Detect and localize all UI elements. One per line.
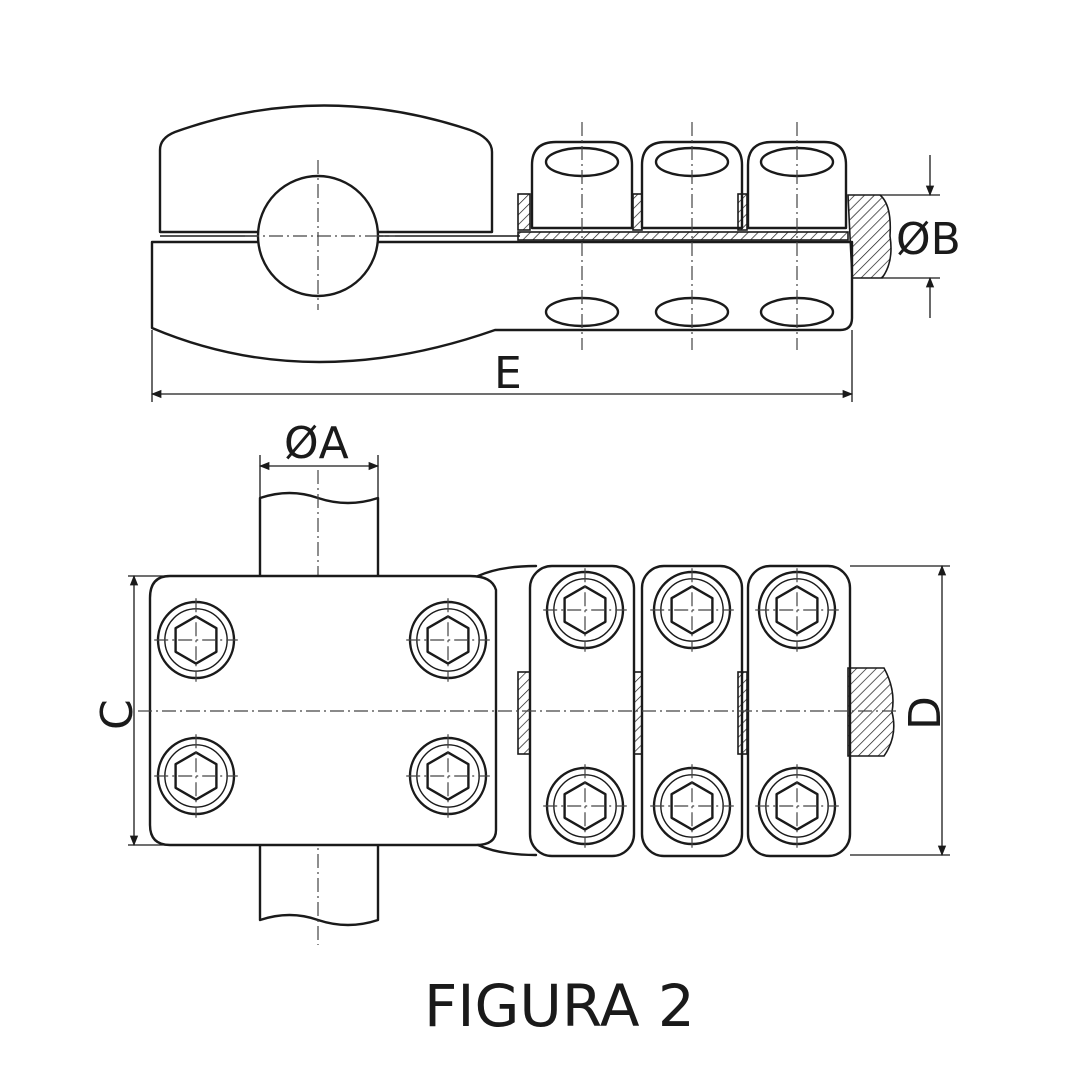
hex-bolt-icon bbox=[650, 568, 734, 652]
hex-bolt-icon bbox=[755, 568, 839, 652]
hex-bolt-icon bbox=[543, 764, 627, 848]
side-upper-clamp bbox=[158, 104, 494, 234]
branch-clamp-bolts bbox=[543, 568, 839, 848]
hex-bolt-icon bbox=[406, 598, 490, 682]
plan-view: ØA C bbox=[92, 418, 951, 945]
dim-e-label: E bbox=[494, 348, 522, 399]
dim-d-label: D bbox=[900, 696, 951, 730]
side-small-clamps bbox=[517, 122, 848, 350]
branch-conductor-side bbox=[847, 194, 892, 279]
dim-c: C bbox=[92, 574, 170, 847]
dim-d: D bbox=[850, 564, 951, 857]
dim-b: ØB bbox=[880, 155, 961, 318]
figure-caption: FIGURA 2 bbox=[424, 972, 695, 1040]
hex-bolt-icon bbox=[755, 764, 839, 848]
hex-bolt-icon bbox=[154, 598, 238, 682]
side-plate-hatched bbox=[517, 231, 849, 241]
hex-bolt-icon bbox=[650, 764, 734, 848]
hex-bolt-icon bbox=[154, 734, 238, 818]
branch-conductor-plan bbox=[847, 667, 895, 757]
dim-c-label: C bbox=[92, 699, 143, 730]
hex-bolt-icon bbox=[406, 734, 490, 818]
side-lower-body bbox=[150, 240, 854, 364]
dim-b-label: ØB bbox=[896, 214, 961, 265]
dim-a: ØA bbox=[258, 418, 380, 500]
side-view: ØB E bbox=[150, 104, 961, 402]
main-clamp-bolts bbox=[154, 598, 490, 818]
dim-e: E bbox=[150, 330, 854, 402]
hex-bolt-icon bbox=[543, 568, 627, 652]
dim-a-label: ØA bbox=[284, 418, 349, 469]
